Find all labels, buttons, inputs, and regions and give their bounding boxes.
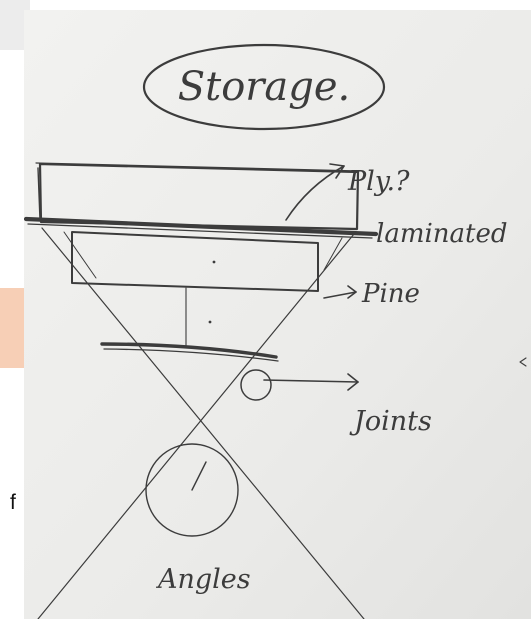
- sketch-drawing: Storage. Ply.? laminated Pine Joints Ang…: [24, 10, 531, 619]
- label-angles: Angles: [155, 564, 251, 595]
- label-ply: Ply.?: [347, 166, 410, 197]
- label-joints: Joints: [349, 406, 432, 437]
- clipped-margin-text: f: [10, 492, 16, 513]
- title-storage: Storage.: [178, 64, 351, 110]
- dot-mark: [213, 261, 216, 264]
- label-laminated: laminated: [376, 219, 508, 249]
- dot-mark: [209, 321, 212, 324]
- sketch-photo: Storage. Ply.? laminated Pine Joints Ang…: [24, 10, 531, 619]
- label-pine: Pine: [361, 279, 420, 309]
